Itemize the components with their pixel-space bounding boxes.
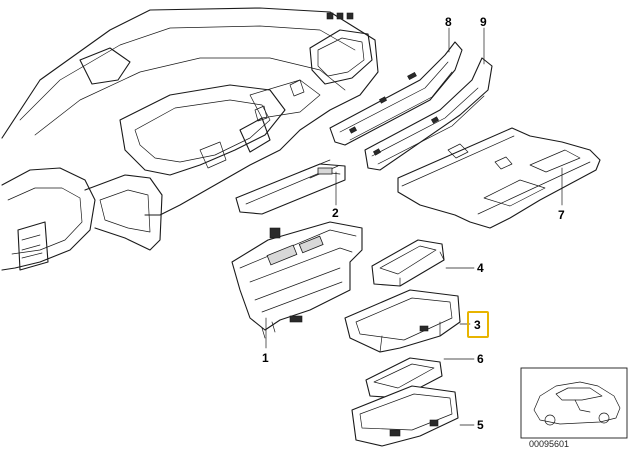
- part-1-bracket: [231, 221, 363, 339]
- diagram-number: 00095601: [529, 439, 570, 449]
- callout-5[interactable]: 5: [477, 418, 484, 432]
- car-thumbnail: [520, 367, 628, 439]
- part-2-cover: [235, 159, 346, 215]
- part-9-trim-strip: [364, 57, 493, 171]
- part-5-box: [351, 385, 459, 447]
- part-6-tray: [365, 357, 443, 399]
- callout-8[interactable]: 8: [445, 15, 452, 29]
- dashboard-outline: [1, 7, 379, 271]
- leader-lines: [265, 27, 563, 426]
- car-silhouette: [533, 381, 621, 425]
- callout-9[interactable]: 9: [480, 15, 487, 29]
- callout-labels: 8 9 7 2 1 4 3 6 5: [262, 15, 565, 432]
- part-3-storage-box: [344, 289, 461, 353]
- part-4-tray: [371, 239, 445, 287]
- part-7-mat: [397, 127, 601, 229]
- callout-6[interactable]: 6: [477, 352, 484, 366]
- highlight-box: [467, 311, 489, 338]
- thumbnail-frame: [520, 367, 628, 439]
- callout-7[interactable]: 7: [558, 208, 565, 222]
- callout-1[interactable]: 1: [262, 351, 269, 365]
- callout-2[interactable]: 2: [332, 206, 339, 220]
- callout-3[interactable]: 3: [474, 318, 481, 332]
- callout-4[interactable]: 4: [477, 261, 484, 275]
- part-8-trim-strip: [329, 41, 463, 146]
